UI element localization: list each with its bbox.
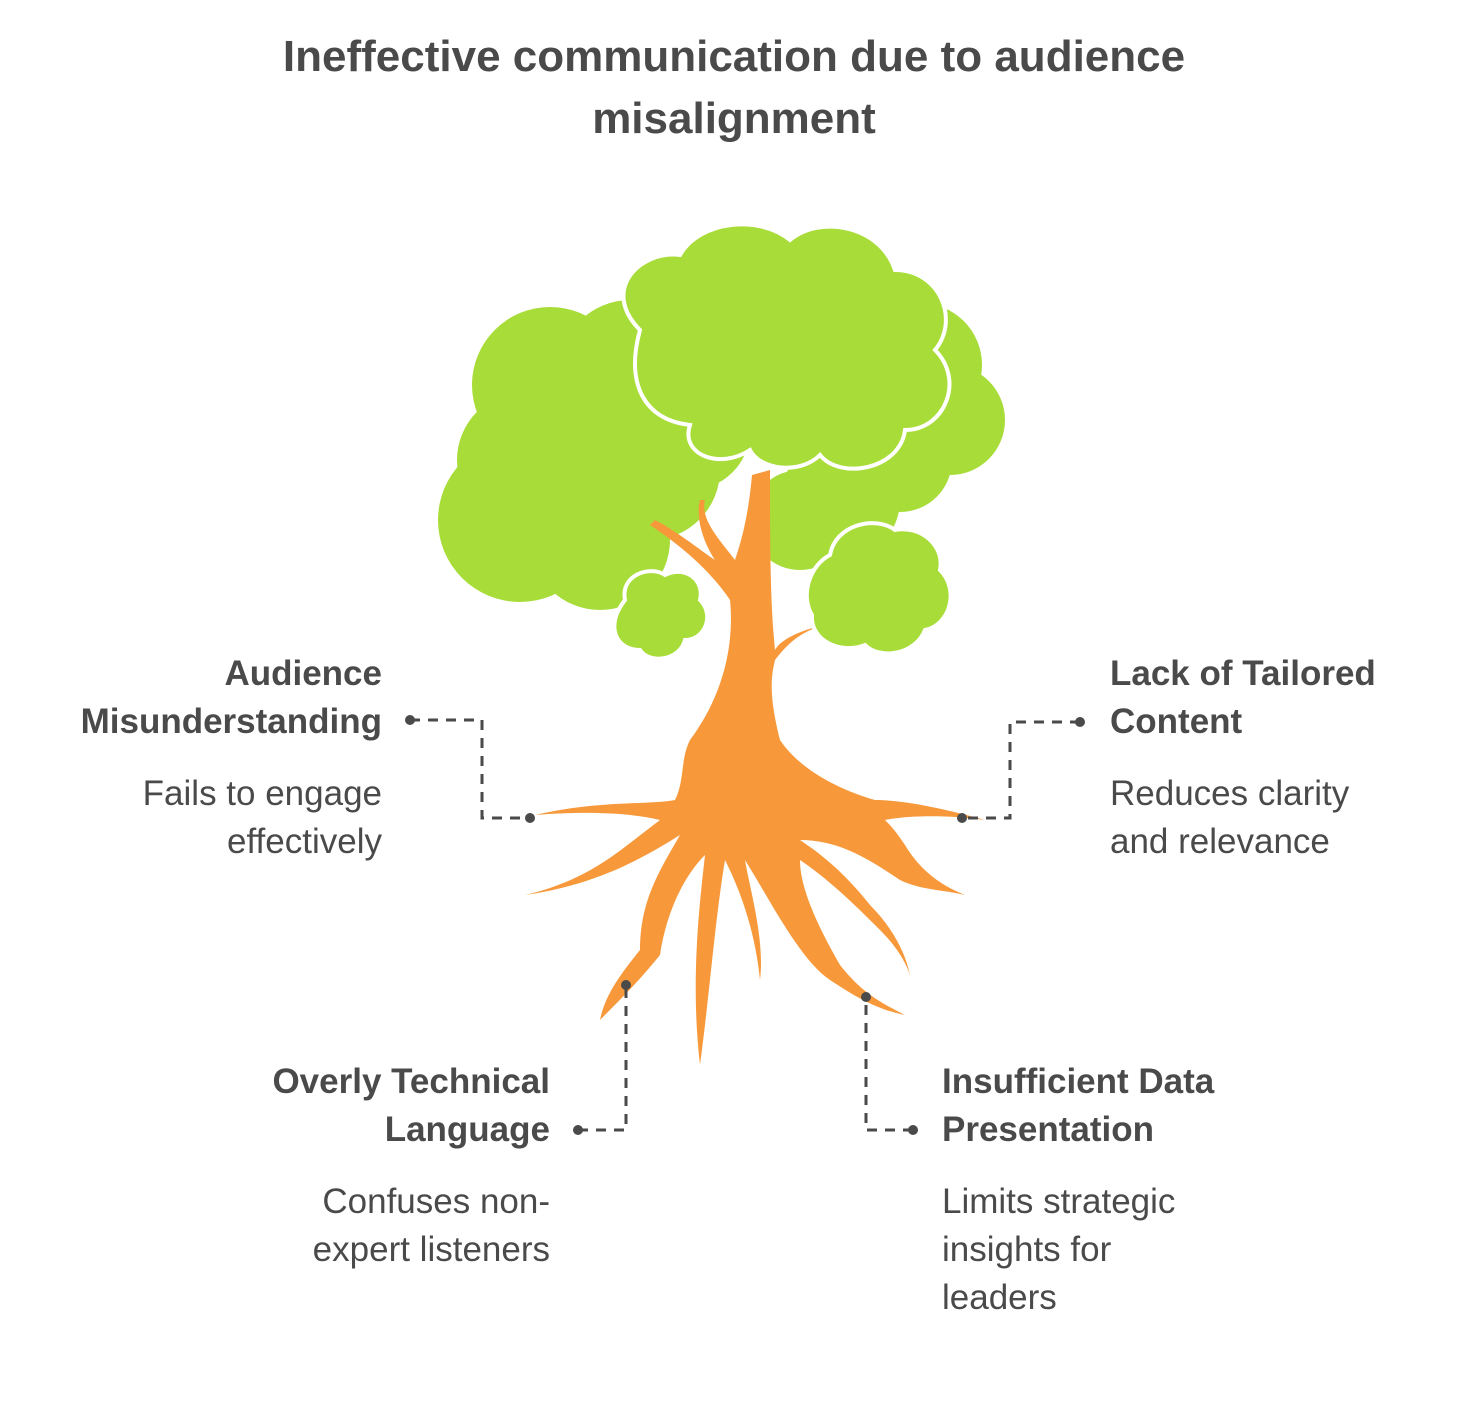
- callout-title-line-2: Presentation: [942, 1110, 1154, 1149]
- callout-desc-line-1: Confuses non-: [322, 1182, 550, 1221]
- callout-title-line-1: Audience: [224, 654, 382, 693]
- callout-desc-line-2: expert listeners: [312, 1230, 550, 1269]
- foliage-top-cluster: [621, 222, 952, 471]
- callout-description: Confuses non- expert listeners: [210, 1178, 550, 1274]
- page-title-line-2: misalignment: [592, 94, 876, 143]
- callout-desc-line-1: Fails to engage: [142, 774, 382, 813]
- callout-audience-misunderstanding: Audience Misunderstanding Fails to engag…: [42, 650, 382, 866]
- tree-trunk: [525, 470, 985, 1065]
- page-title-line-1: Ineffective communication due to audienc…: [282, 32, 1186, 81]
- page-title: Ineffective communication due to audienc…: [0, 26, 1468, 150]
- connector-overly-technical-language: [578, 985, 628, 1132]
- foliage-small-left-cluster: [612, 569, 710, 661]
- dot-audience-text: [405, 715, 415, 725]
- callout-desc-line-1: Limits strategic: [942, 1182, 1176, 1221]
- connector-audience-misunderstanding: [410, 718, 530, 820]
- dot-tailored-tree: [957, 813, 967, 823]
- dot-tailored-text: [1075, 717, 1085, 727]
- callout-title-line-2: Content: [1110, 702, 1243, 741]
- tree-foliage: [438, 222, 1005, 610]
- callout-title-line-1: Insufficient Data: [942, 1062, 1215, 1101]
- callout-desc-line-2: insights for: [942, 1230, 1112, 1269]
- dot-audience-tree: [525, 813, 535, 823]
- callout-title-line-1: Lack of Tailored: [1110, 654, 1376, 693]
- callout-description: Fails to engage effectively: [42, 770, 382, 866]
- callout-title: Insufficient Data Presentation: [942, 1058, 1282, 1154]
- callout-desc-line-2: and relevance: [1110, 822, 1330, 861]
- callout-title: Overly Technical Language: [210, 1058, 550, 1154]
- callout-title-line-1: Overly Technical: [272, 1062, 550, 1101]
- callout-title: Lack of Tailored Content: [1110, 650, 1450, 746]
- callout-desc-line-2: effectively: [227, 822, 382, 861]
- callout-overly-technical-language: Overly Technical Language Confuses non- …: [210, 1058, 550, 1274]
- callout-lack-of-tailored-content: Lack of Tailored Content Reduces clarity…: [1110, 650, 1450, 866]
- callout-title-line-2: Language: [384, 1110, 550, 1149]
- dot-technical-tree: [621, 980, 631, 990]
- foliage-small-right-cluster: [804, 521, 953, 656]
- callout-description: Limits strategic insights for leaders: [942, 1178, 1282, 1322]
- callout-title-line-2: Misunderstanding: [80, 702, 382, 741]
- dot-data-tree: [861, 992, 871, 1002]
- callout-description: Reduces clarity and relevance: [1110, 770, 1450, 866]
- callout-title: Audience Misunderstanding: [42, 650, 382, 746]
- dot-technical-text: [573, 1125, 583, 1135]
- connector-insufficient-data-presentation: [864, 997, 913, 1132]
- connector-lines: [410, 718, 1080, 1132]
- callout-desc-line-1: Reduces clarity: [1110, 774, 1350, 813]
- connector-lack-of-tailored-content: [962, 720, 1080, 820]
- callout-insufficient-data-presentation: Insufficient Data Presentation Limits st…: [942, 1058, 1282, 1322]
- callout-desc-line-3: leaders: [942, 1278, 1057, 1317]
- connector-dots: [405, 715, 1085, 1135]
- dot-data-text: [908, 1125, 918, 1135]
